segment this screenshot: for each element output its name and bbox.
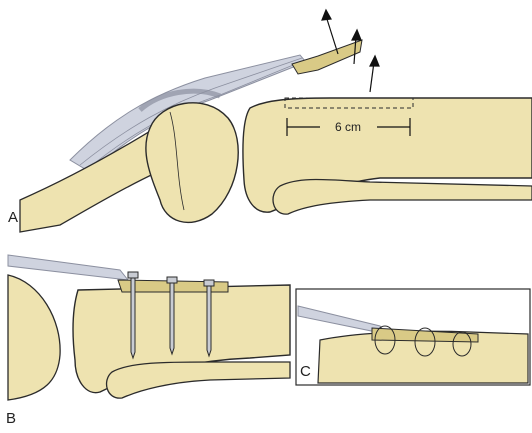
tendon-b (7, 254, 130, 281)
sutures-c (374, 325, 472, 357)
measurement-label: 6 cm (335, 120, 361, 134)
harvest-site-dashed (284, 97, 414, 109)
bone-head-a (145, 102, 239, 224)
panel-a-figure: 6 cm A (8, 8, 532, 233)
panel-label-a: A (8, 209, 18, 226)
panel-c-figure: C (295, 288, 531, 386)
screws-b (127, 271, 215, 360)
panel-label-b: B (6, 410, 16, 427)
arrows-a (321, 8, 380, 93)
bone-block-a (291, 39, 363, 75)
panel-label-c: C (300, 363, 311, 380)
panel-b-figure: B (6, 254, 291, 427)
lower-bone-b (105, 361, 291, 399)
main-bone-b (72, 284, 291, 394)
bone-head-b (7, 274, 61, 401)
measurement-bar (286, 118, 411, 136)
graft-c (371, 327, 479, 343)
lower-bone-a (272, 178, 532, 215)
